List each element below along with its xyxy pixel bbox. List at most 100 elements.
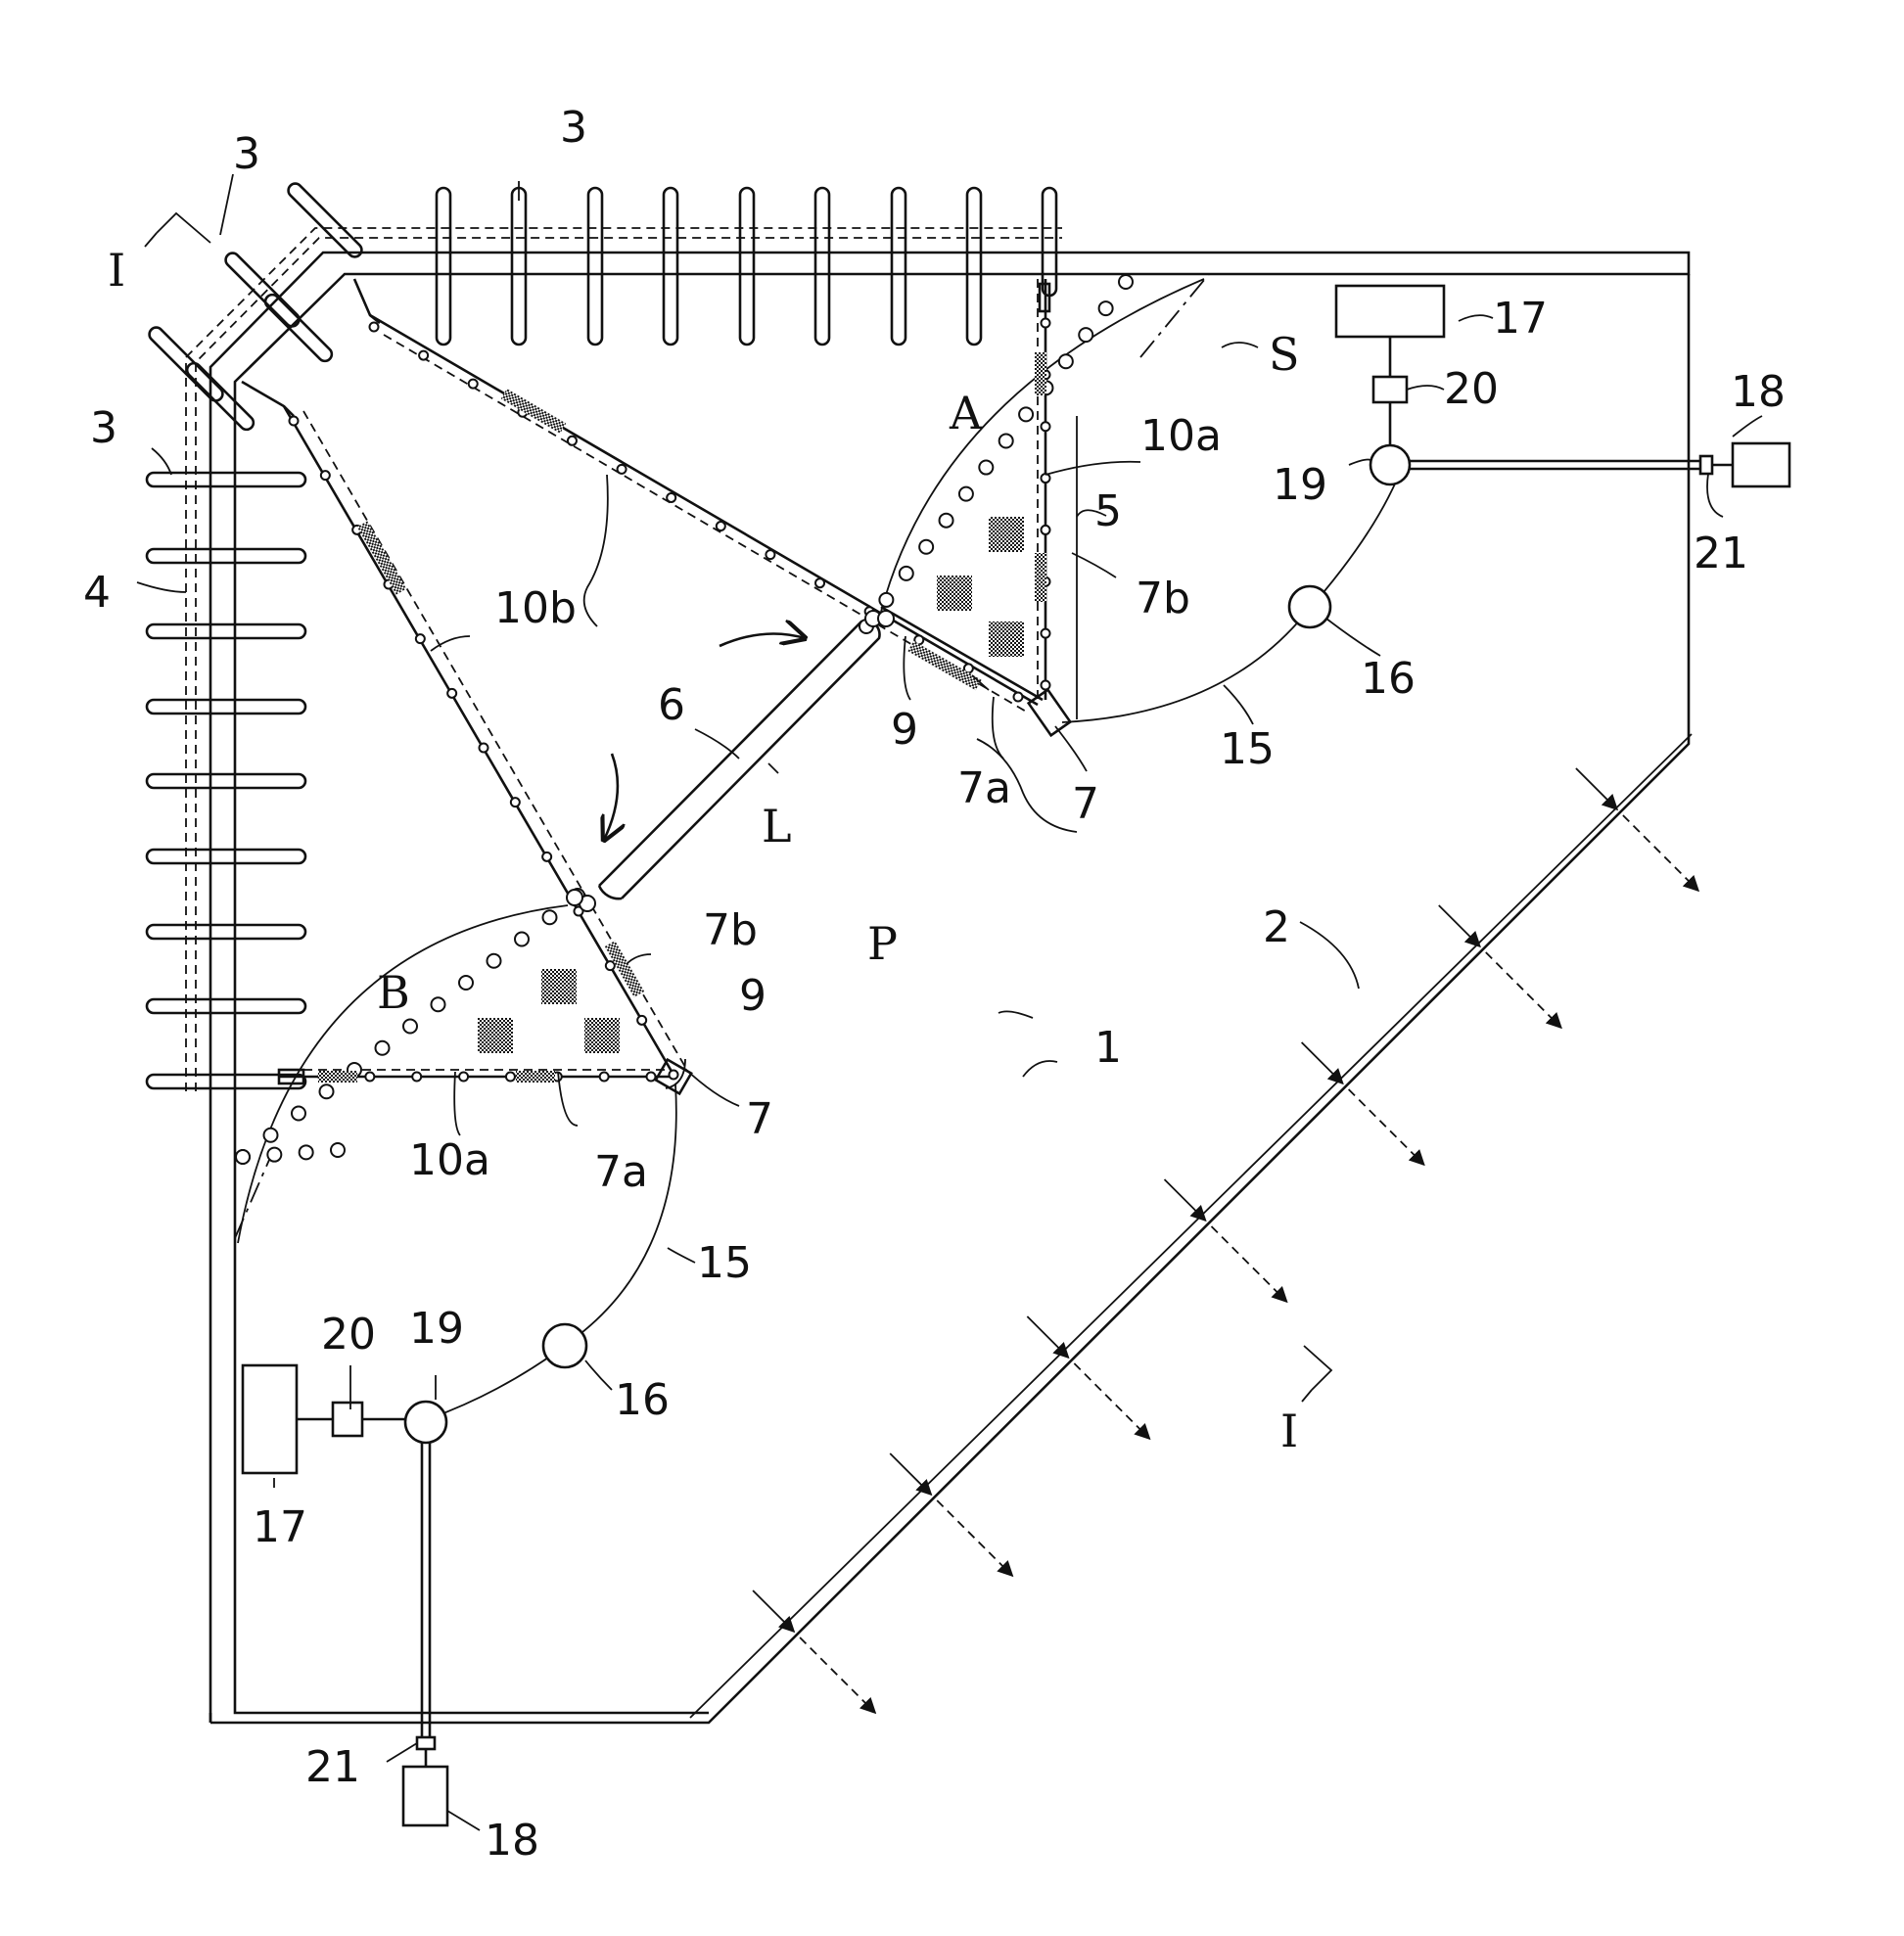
sprinkler-dot (447, 689, 456, 698)
sprinkler-dot (320, 1084, 334, 1098)
sprinkler-dot (416, 634, 425, 643)
label-15-right: 15 (1220, 724, 1275, 774)
path-6 (599, 621, 880, 899)
pump-16-right (1289, 586, 1330, 627)
label-I-bottom: I (1280, 1405, 1298, 1457)
outflow-arrow (800, 1637, 875, 1713)
comb-tooth-left (147, 999, 305, 1013)
equipment-left (243, 1324, 586, 1825)
junction-19-left (405, 1402, 446, 1443)
label-B: B (377, 966, 410, 1019)
outflow-arrow (1486, 952, 1561, 1028)
inflow-arrow (1576, 768, 1617, 809)
boundary-S (1140, 274, 1209, 357)
sprinkler-dot (717, 522, 725, 530)
label-10a-left: 10a (409, 1135, 490, 1185)
combs-3-left (147, 473, 305, 1088)
enclosure-wall (210, 253, 1689, 1723)
comb-tooth-left (147, 850, 305, 863)
sprinkler-dot (1042, 319, 1050, 328)
sprinkler-dot (419, 351, 428, 360)
label-9-right: 9 (891, 705, 918, 755)
sprinkler-dot (459, 976, 473, 990)
inflow-arrow (1165, 1179, 1206, 1221)
label-17-left: 17 (253, 1502, 307, 1552)
label-21-left: 21 (305, 1742, 360, 1792)
sprinkler-dot (1079, 328, 1092, 342)
label-3-top: 3 (560, 103, 587, 153)
valve-21-right (1700, 456, 1712, 474)
sprinkler-dot (1099, 301, 1113, 315)
valve-21-left (417, 1737, 435, 1749)
label-19-right: 19 (1273, 460, 1327, 510)
comb-tooth-left (147, 624, 305, 638)
label-18-left: 18 (485, 1816, 539, 1866)
unit-17-left (243, 1365, 297, 1473)
sprinkler-dot (919, 540, 933, 554)
sprinkler-dot (1019, 407, 1033, 421)
comb-tooth-left (147, 774, 305, 788)
sprinkler-dot (376, 1041, 390, 1055)
sprinkler-dot (900, 567, 913, 580)
sprinkler-dot (236, 1150, 250, 1164)
label-6: 6 (658, 680, 685, 730)
sprinkler-dot (600, 1073, 609, 1082)
comb-tooth-top (892, 188, 906, 345)
arm-assembly-A (354, 279, 1405, 735)
unit-18-left (403, 1767, 447, 1825)
sprinkler-dot (267, 1148, 281, 1162)
unit-18-right (1733, 443, 1789, 486)
sprinkler-dot (999, 434, 1013, 447)
combs-3-corner (147, 181, 365, 433)
outflow-arrow (1623, 815, 1698, 891)
sprinkler-dot (370, 323, 379, 332)
comb-tooth-left (147, 925, 305, 939)
comb-tooth-left (147, 549, 305, 563)
sprinkler-dot (331, 1143, 345, 1157)
arm-assembly-B (235, 382, 691, 1419)
inflow-arrow (1439, 905, 1480, 946)
label-P: P (867, 917, 898, 970)
sprinkler-dot (542, 853, 551, 861)
sprinkler-dot (568, 437, 577, 445)
label-7a-left: 7a (594, 1147, 648, 1197)
sprinkler-dot (959, 487, 973, 501)
label-20-right: 20 (1444, 364, 1499, 414)
label-10b: 10b (494, 583, 577, 633)
outflow-arrow (1074, 1363, 1149, 1439)
labels: 3 3 3 4 I A S 17 18 20 10a 19 21 5 7b 10… (83, 103, 1786, 1866)
sprinkler-dot (515, 933, 529, 946)
label-16-right: 16 (1361, 654, 1416, 704)
comb-tooth-left (147, 700, 305, 714)
label-7b-right: 7b (1136, 574, 1190, 623)
label-A: A (949, 387, 983, 439)
sprinkler-dot (670, 1071, 678, 1080)
comb-tooth-top (512, 188, 526, 345)
label-7-right: 7 (1072, 779, 1099, 829)
label-5: 5 (1094, 486, 1122, 536)
sprinkler-dot (1059, 354, 1073, 368)
sprinkler-dot (543, 910, 557, 924)
sprinkler-dot (1119, 275, 1133, 289)
sprinkler-dot (511, 798, 520, 807)
label-16-left: 16 (615, 1375, 670, 1425)
sprinkler-dot (766, 550, 774, 559)
sprinkler-dot (264, 1129, 278, 1142)
sprinkler-dot (979, 461, 993, 475)
label-9-left: 9 (739, 971, 766, 1021)
label-1: 1 (1094, 1023, 1122, 1073)
junction-dot (878, 611, 894, 626)
sprinkler-dot (647, 1073, 656, 1082)
label-4: 4 (83, 568, 111, 618)
outflow-arrow (937, 1500, 1012, 1576)
unit-20-left (333, 1403, 362, 1436)
label-S: S (1269, 328, 1300, 381)
inflow-arrow (890, 1453, 931, 1495)
comb-tooth-top (815, 188, 829, 345)
junction-dot (567, 890, 582, 905)
label-I-top: I (108, 244, 125, 297)
sprinkler-dot (488, 954, 501, 968)
boundary-arrows (690, 734, 1698, 1718)
sprinkler-dot (365, 1073, 374, 1082)
